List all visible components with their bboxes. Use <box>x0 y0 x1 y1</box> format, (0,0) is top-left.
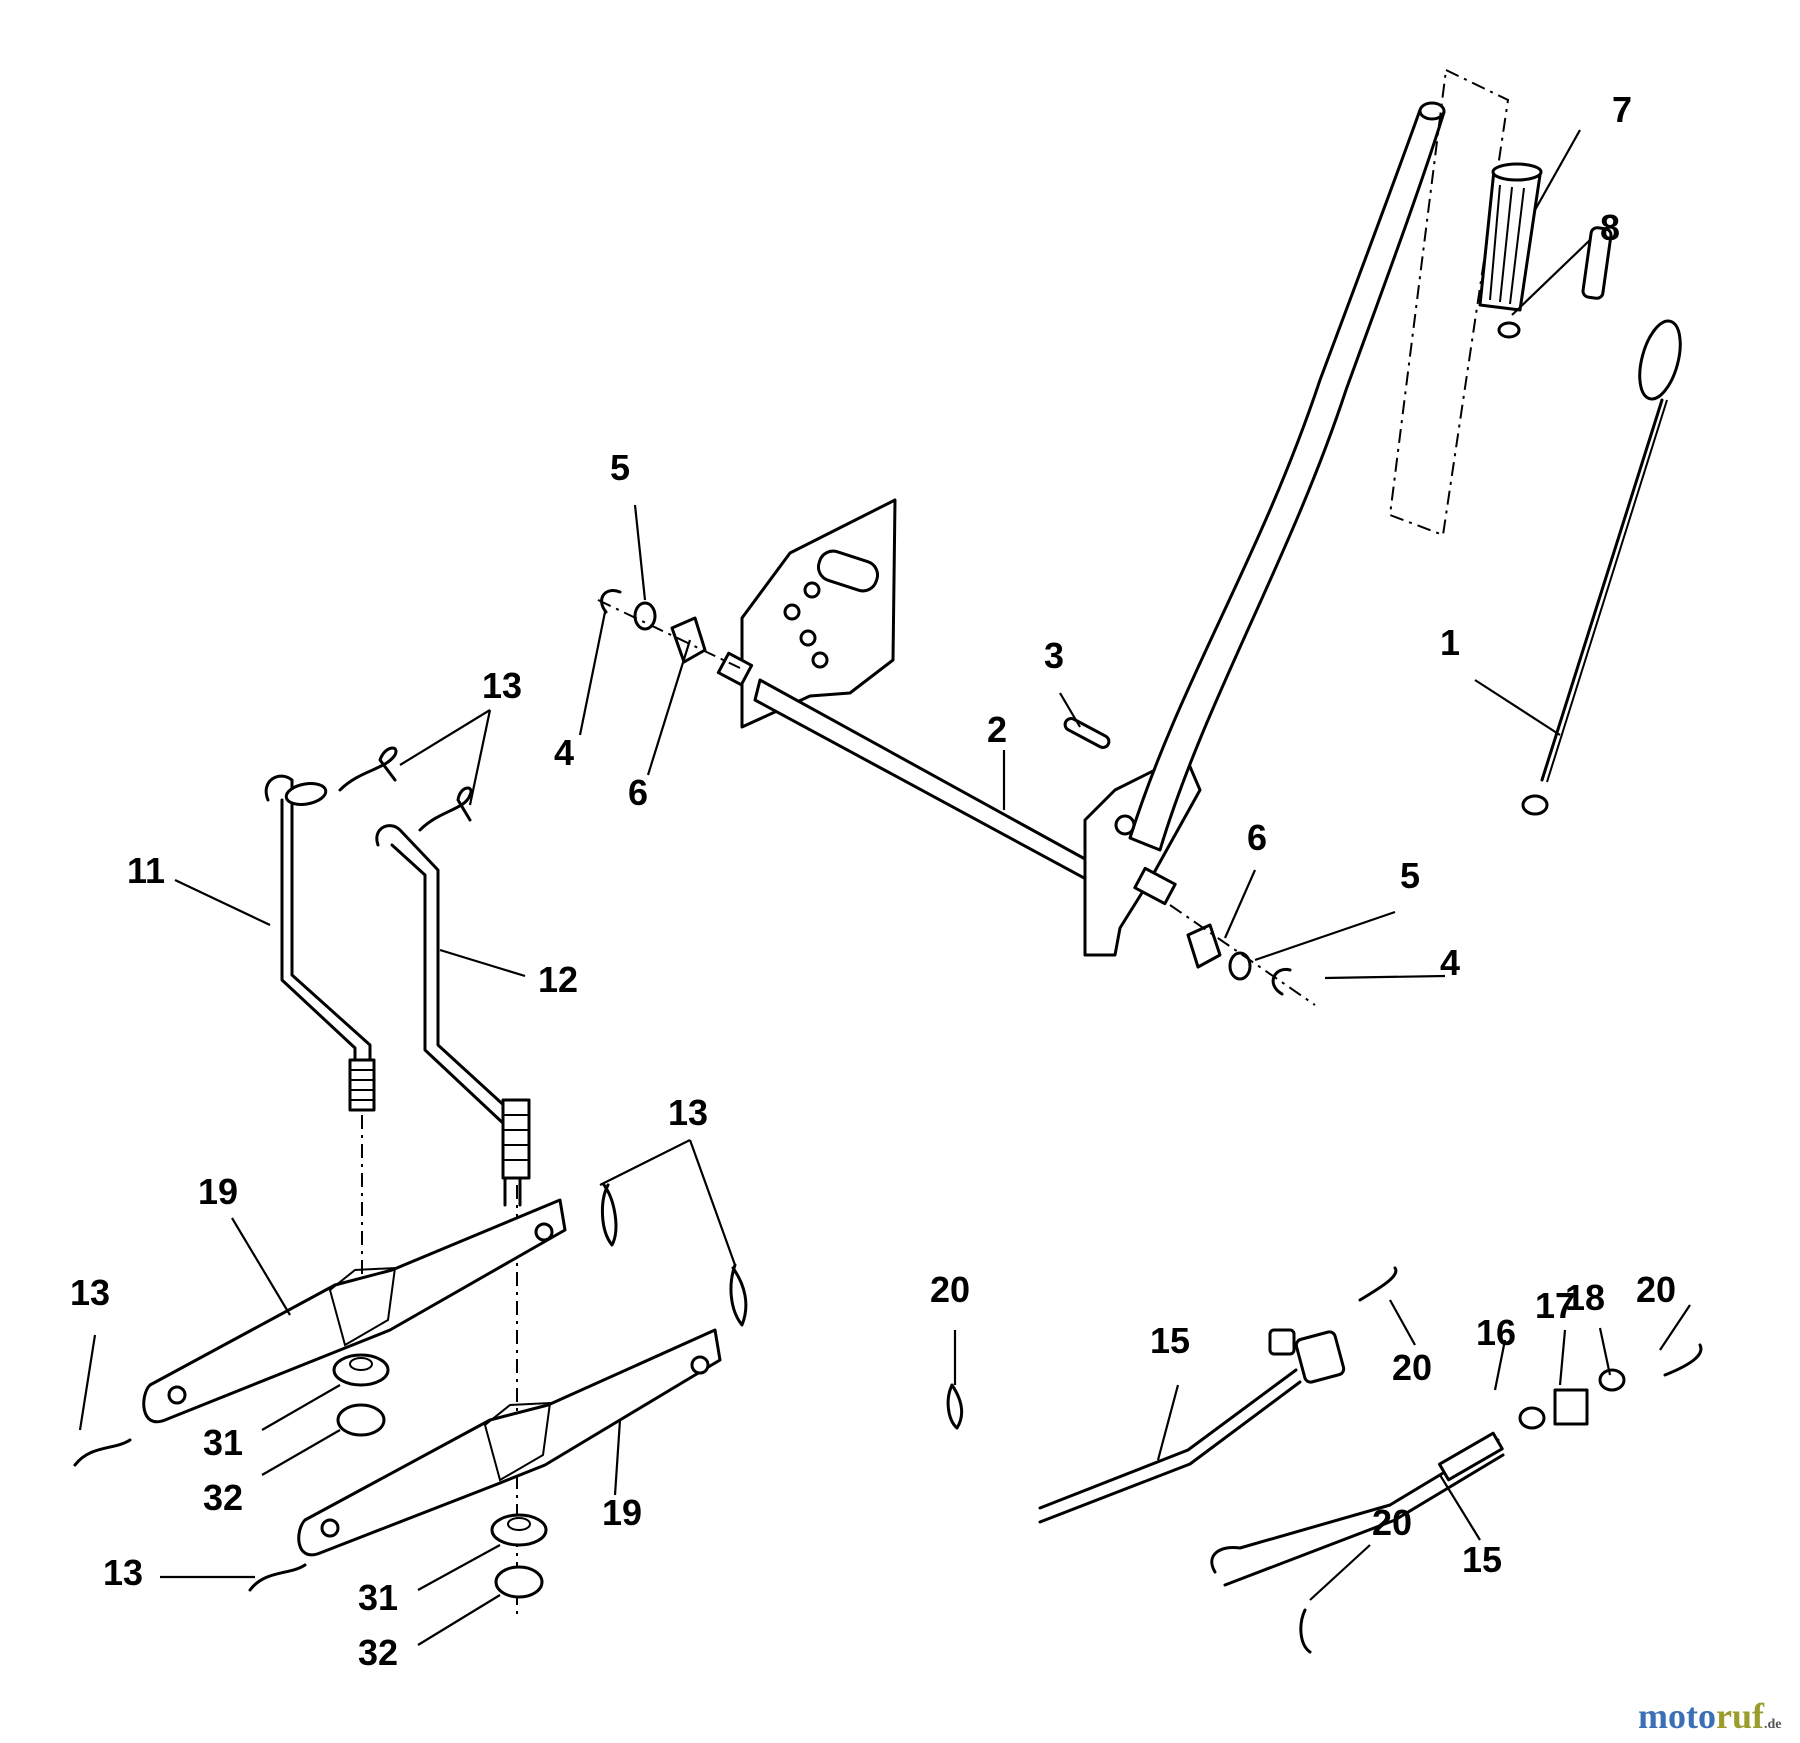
callout-19-upper: 19 <box>198 1171 238 1212</box>
callout-1: 1 <box>1440 622 1460 663</box>
washer-16 <box>1518 1406 1546 1430</box>
callout-15-lower: 15 <box>1462 1539 1502 1580</box>
lift-arm-upper <box>142 1198 567 1424</box>
callout-5-right: 5 <box>1400 855 1420 896</box>
hairpin-clip-20a <box>946 1383 964 1430</box>
callout-20-left: 20 <box>930 1269 970 1310</box>
callout-20-right: 20 <box>1636 1269 1676 1310</box>
callout-19-lower: 19 <box>602 1492 642 1533</box>
callout-13-middle: 13 <box>668 1092 708 1133</box>
e-clip-left <box>600 589 622 614</box>
callout-20-bottom: 20 <box>1372 1502 1412 1543</box>
bushing-right <box>1186 923 1222 969</box>
adjust-rod-lower <box>1210 1431 1505 1587</box>
handle-grip <box>1478 162 1543 312</box>
leader-lines <box>78 129 1691 1646</box>
adjust-rod-upper <box>1038 1328 1346 1524</box>
hairpin-clip-13c <box>600 1183 618 1247</box>
trunnion-17 <box>1553 1388 1589 1426</box>
bushing-left <box>670 616 707 664</box>
washer-left <box>633 601 657 631</box>
callout-16: 16 <box>1476 1312 1516 1353</box>
hairpin-clip-13b <box>418 786 473 832</box>
hairpin-clip-13a <box>338 746 398 792</box>
lift-link-12 <box>375 824 531 1207</box>
callout-7: 7 <box>1612 89 1632 130</box>
callout-31-right: 31 <box>358 1577 398 1618</box>
watermark-part1: moto <box>1638 1696 1716 1736</box>
callout-6-right: 6 <box>1247 817 1267 858</box>
nut-32b <box>494 1565 544 1599</box>
e-clip-right <box>1271 967 1292 996</box>
washer-right <box>1228 951 1252 981</box>
callout-20-middle: 20 <box>1392 1347 1432 1388</box>
callout-6-left: 6 <box>628 772 648 813</box>
callout-13-left: 13 <box>70 1272 110 1313</box>
grip-nut <box>1497 321 1521 339</box>
callout-31-left: 31 <box>203 1422 243 1463</box>
hairpin-clip-13d <box>729 1263 748 1327</box>
callout-17: 17 <box>1535 1285 1575 1326</box>
callout-4-right: 4 <box>1440 942 1460 983</box>
callout-2: 2 <box>987 709 1007 750</box>
nut-32a <box>336 1403 386 1437</box>
callout-3: 3 <box>1044 635 1064 676</box>
callout-labels: 1 2 3 4 4 5 5 6 6 7 8 11 12 13 13 13 13 … <box>70 89 1676 1673</box>
roll-pin <box>1063 717 1111 749</box>
lift-arm-lower <box>297 1328 722 1557</box>
callout-12: 12 <box>538 959 578 1000</box>
callout-32-left: 32 <box>203 1477 243 1518</box>
callout-11: 11 <box>127 850 165 891</box>
nut-18 <box>1598 1368 1626 1392</box>
callout-4-left: 4 <box>554 732 574 773</box>
lift-shaft-assembly <box>716 101 1446 957</box>
hairpin-clip-13f <box>248 1563 307 1592</box>
callout-13-upper: 13 <box>482 665 522 706</box>
callout-32-right: 32 <box>358 1632 398 1673</box>
hairpin-clip-13e <box>73 1438 132 1467</box>
callout-13-bottom: 13 <box>103 1552 143 1593</box>
callout-15-upper: 15 <box>1150 1320 1190 1361</box>
hairpin-clip-20c <box>1663 1343 1703 1377</box>
watermark-logo: motoruf.de <box>1638 1695 1781 1737</box>
lift-link-11 <box>264 774 376 1112</box>
watermark-part2: ruf <box>1715 1696 1764 1736</box>
watermark-suffix: .de <box>1763 1717 1782 1732</box>
callout-5-left: 5 <box>610 447 630 488</box>
release-cable <box>1521 226 1682 816</box>
hairpin-clip-20b <box>1358 1266 1398 1302</box>
callout-18: 18 <box>1565 1277 1605 1318</box>
hairpin-clip-20d <box>1299 1608 1312 1654</box>
callout-8: 8 <box>1600 207 1620 248</box>
